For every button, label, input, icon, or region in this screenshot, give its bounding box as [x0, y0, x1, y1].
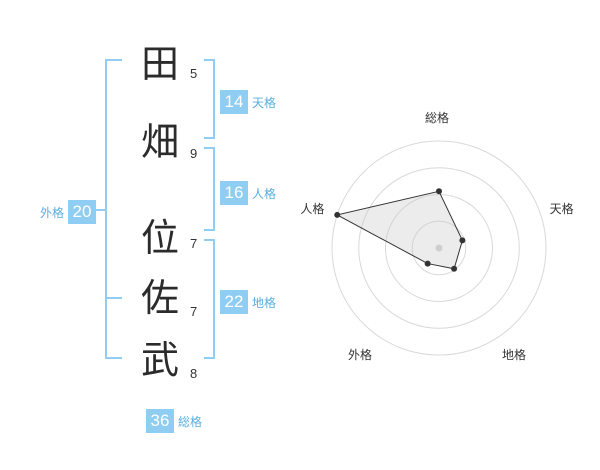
radar-ring-4: [331, 140, 547, 356]
chikaku-badge: 22 地格: [220, 290, 276, 314]
radar-point-0: [436, 188, 442, 195]
radar-axis-label-0: 総格: [425, 111, 450, 125]
tenkaku-value: 14: [220, 90, 248, 114]
tenkaku-bracket: [204, 59, 215, 139]
chikaku-label: 地格: [252, 295, 277, 310]
stroke-count-4: 7: [190, 304, 198, 319]
soukaku-value: 36: [146, 409, 174, 433]
name-char-3: 位: [140, 216, 179, 260]
gaikaku-value: 20: [68, 200, 97, 224]
tenkaku-label: 天格: [252, 95, 277, 110]
radar-ring-1: [411, 220, 467, 276]
name-char-4: 佐: [140, 276, 179, 320]
stroke-count-1: 5: [190, 66, 198, 81]
radar-center-dot: [435, 244, 443, 252]
radar-polygon: [335, 190, 463, 270]
radar-point-1: [459, 237, 466, 244]
tenkaku-badge: 14 天格: [220, 90, 276, 114]
radar-axis-label-4: 人格: [300, 201, 325, 216]
name-char-1: 田: [140, 42, 179, 86]
stroke-count-5: 8: [190, 366, 198, 381]
stroke-count-2: 9: [190, 146, 198, 161]
radar-axis-label-1: 天格: [549, 201, 574, 216]
jinkaku-value: 16: [220, 181, 248, 205]
radar-ring-3: [358, 167, 520, 329]
radar-point-3: [424, 260, 431, 267]
chikaku-value: 22: [220, 290, 248, 314]
chikaku-bracket: [204, 239, 215, 359]
name-char-5: 武: [140, 338, 179, 382]
gaikaku-badge: 外格 20: [40, 200, 97, 224]
jinkaku-label: 人格: [252, 186, 277, 201]
radar-axis-label-2: 地格: [501, 347, 526, 362]
radar-point-4: [334, 211, 341, 218]
jinkaku-bracket: [204, 147, 215, 231]
stroke-count-3: 7: [190, 236, 198, 251]
name-char-2: 畑: [140, 120, 179, 164]
jinkaku-badge: 16 人格: [220, 181, 276, 205]
radar-ring-2: [385, 194, 493, 302]
gaikaku-label: 外格: [40, 205, 65, 220]
radar-point-2: [451, 265, 458, 272]
soukaku-badge: 36 総格: [146, 409, 202, 433]
soukaku-label: 総格: [178, 414, 203, 429]
radar-axis-label-3: 外格: [348, 347, 373, 362]
